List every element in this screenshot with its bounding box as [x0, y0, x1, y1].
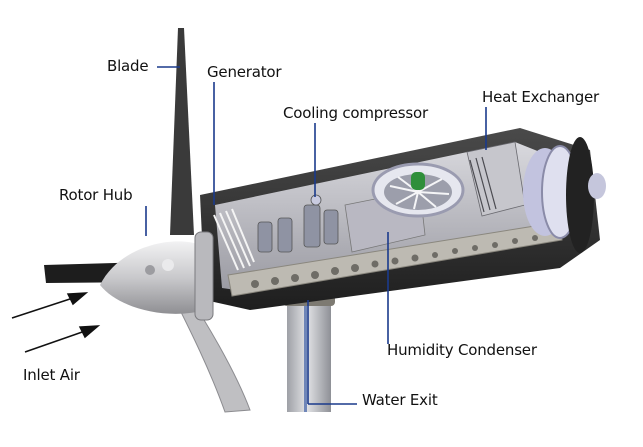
tower — [283, 288, 335, 412]
label-cooling-compressor: Cooling compressor — [283, 104, 428, 122]
label-humidity-condenser: Humidity Condenser — [387, 341, 537, 359]
leader-lines — [145, 66, 487, 405]
label-water-exit: Water Exit — [362, 391, 438, 409]
label-inlet-air: Inlet Air — [23, 366, 80, 384]
inlet-air-arrows — [11, 292, 101, 353]
blade-upper — [170, 28, 194, 235]
label-generator: Generator — [207, 63, 282, 81]
label-heat-exchanger: Heat Exchanger — [482, 88, 600, 106]
condenser-fan — [371, 162, 465, 218]
rotor-hub — [100, 231, 214, 321]
nacelle — [200, 128, 606, 310]
label-rotor-hub: Rotor Hub — [59, 186, 133, 204]
label-blade: Blade — [107, 57, 149, 75]
blade-lower — [174, 289, 251, 413]
